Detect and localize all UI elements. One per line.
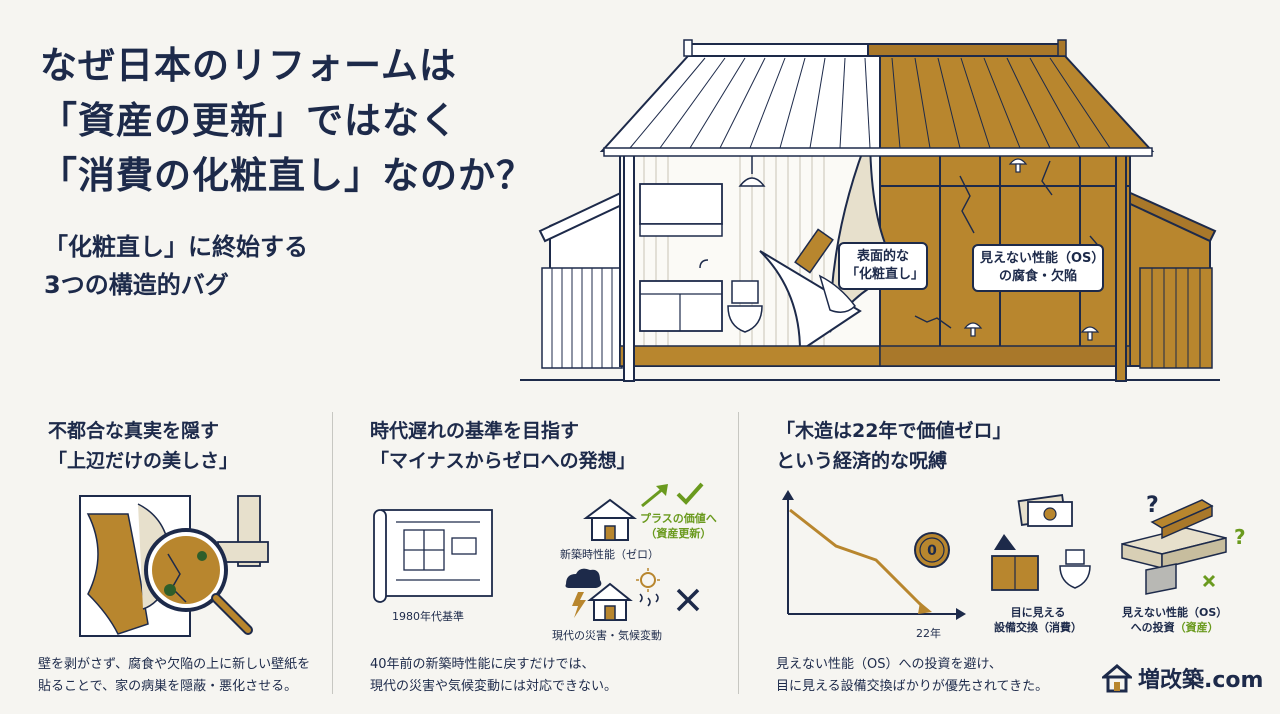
column-1-title-line-2: 「上辺だけの美しさ」 bbox=[48, 450, 239, 472]
subtitle-line-2: 3つの構造的バグ bbox=[44, 271, 229, 299]
column-2-description: 40年前の新築時性能に戻すだけでは、 現代の災害や気候変動には対応できない。 bbox=[370, 654, 617, 698]
equipment-replacement-icon bbox=[991, 494, 1091, 591]
column-3-title-line-1: 「木造は22年で価値ゼロ」 bbox=[776, 420, 1012, 442]
callout-right-line-2: の腐食・欠陥 bbox=[998, 269, 1077, 284]
brand-logo-text: 増改築.com bbox=[1138, 668, 1264, 693]
column-3-title: 「木造は22年で価値ゼロ」 という経済的な呪縛 bbox=[776, 416, 1011, 476]
zero-coin-icon: 0 bbox=[914, 532, 950, 568]
column-divider-2 bbox=[738, 412, 739, 694]
label-invisible-line-2: への投資（資産） bbox=[1122, 620, 1227, 635]
page-subtitle: 「化粧直し」に終始する 3つの構造的バグ bbox=[44, 228, 308, 304]
column-2-title: 時代遅れの基準を目指す 「マイナスからゼロへの発想」 bbox=[370, 416, 636, 476]
wallpaper-magnifier-icon bbox=[79, 495, 269, 637]
column-1-title-line-1: 不都合な真実を隠す bbox=[48, 420, 220, 442]
house-logo-icon bbox=[1102, 664, 1132, 693]
column-3-desc-line-2: 目に見える設備交換ばかりが優先されてきた。 bbox=[776, 679, 1049, 694]
column-1-desc-line-2: 貼ることで、家の病巣を隠蔽・悪化させる。 bbox=[38, 679, 298, 694]
label-invisible-line-2a: への投資 bbox=[1130, 621, 1175, 634]
callout-hidden-os-defect: 見えない性能（OS） の腐食・欠陥 bbox=[972, 244, 1104, 292]
column-3-title-line-2: という経済的な呪縛 bbox=[776, 450, 948, 472]
label-new-house-performance: 新築時性能（ゼロ） bbox=[560, 548, 659, 561]
column-2-desc-line-2: 現代の災害や気候変動には対応できない。 bbox=[370, 679, 618, 694]
disaster-house-icon bbox=[565, 568, 660, 621]
subtitle-line-1: 「化粧直し」に終始する bbox=[44, 233, 308, 261]
column-1-description: 壁を剥がさず、腐食や欠陥の上に新しい壁紙を 貼ることで、家の病巣を隠蔽・悪化させ… bbox=[38, 654, 310, 698]
title-line-2: 「資産の更新」ではなく bbox=[40, 99, 458, 142]
column-1-title: 不都合な真実を隠す 「上辺だけの美しさ」 bbox=[48, 416, 238, 476]
label-22-years: 22年 bbox=[916, 627, 941, 640]
page-title: なぜ日本のリフォームは 「資産の更新」ではなく 「消費の化粧直し」なのか？ bbox=[40, 38, 534, 203]
column-2-title-line-2: 「マイナスからゼロへの発想」 bbox=[370, 450, 636, 472]
blueprint-icon bbox=[373, 509, 493, 603]
label-1980s-standard: 1980年代基準 bbox=[392, 610, 464, 623]
column-3-description: 見えない性能（OS）への投資を避け、 目に見える設備交換ばかりが優先されてきた。 bbox=[776, 654, 1048, 698]
label-plus-line-2: （資産更新） bbox=[645, 527, 712, 540]
label-invisible-line-1: 見えない性能（OS） bbox=[1122, 606, 1228, 619]
label-plus-value: プラスの価値へ （資産更新） bbox=[640, 511, 717, 541]
structural-beam-icon: ? ? bbox=[1121, 493, 1246, 595]
arrow-up-check-icon bbox=[641, 482, 704, 508]
callout-left-line-2: 「化粧直し」 bbox=[846, 267, 925, 282]
title-line-1: なぜ日本のリフォームは bbox=[40, 44, 457, 87]
label-modern-disaster: 現代の災害・気候変動 bbox=[552, 629, 662, 642]
value-decline-graph bbox=[782, 490, 966, 620]
callout-left-line-1: 表面的な bbox=[856, 249, 909, 264]
svg-text:?: ? bbox=[1234, 525, 1246, 549]
brand-logo: 増改築.com bbox=[1102, 660, 1263, 696]
house-cutaway-illustration bbox=[520, 39, 1220, 382]
column-divider-1 bbox=[332, 412, 333, 694]
column-2-desc-line-1: 40年前の新築時性能に戻すだけでは、 bbox=[370, 657, 595, 672]
column-3-desc-line-1: 見えない性能（OS）への投資を避け、 bbox=[776, 657, 1002, 672]
column-2-title-line-1: 時代遅れの基準を目指す bbox=[370, 420, 580, 442]
label-visible-equipment: 目に見える 設備交換（消費） bbox=[994, 605, 1082, 635]
svg-text:?: ? bbox=[1146, 493, 1159, 518]
column-1-desc-line-1: 壁を剥がさず、腐食や欠陥の上に新しい壁紙を bbox=[38, 657, 311, 672]
coin-zero-text: 0 bbox=[927, 543, 937, 559]
label-invisible-investment: 見えない性能（OS） への投資（資産） bbox=[1122, 605, 1227, 635]
label-invisible-line-2b: （資産） bbox=[1174, 621, 1219, 634]
title-line-3: 「消費の化粧直し」なのか？ bbox=[40, 154, 534, 197]
callout-right-line-1: 見えない性能（OS） bbox=[980, 251, 1105, 266]
label-visible-line-2: 設備交換（消費） bbox=[994, 621, 1082, 634]
new-house-icon bbox=[583, 498, 637, 541]
cross-mark-icon bbox=[676, 588, 700, 612]
label-visible-line-1: 目に見える bbox=[1010, 606, 1066, 619]
callout-surface-makeover: 表面的な 「化粧直し」 bbox=[838, 242, 928, 290]
label-plus-line-1: プラスの価値へ bbox=[640, 512, 717, 525]
